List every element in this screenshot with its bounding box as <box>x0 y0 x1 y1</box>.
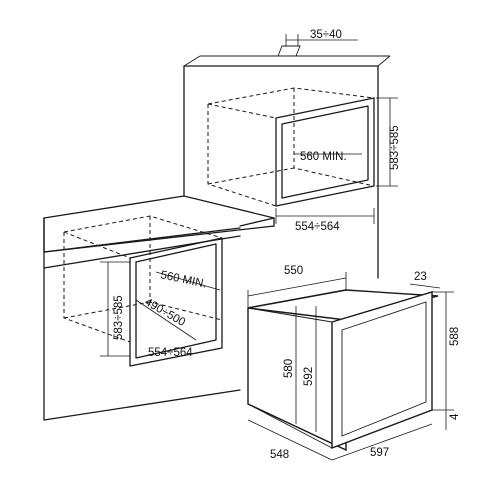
column-top-back-right <box>377 55 391 67</box>
upper-niche-depth <box>207 87 375 207</box>
label-oven-inner-height: 580 <box>283 359 295 378</box>
dim-oven-depth <box>247 277 347 297</box>
lower-niche-depth <box>63 215 223 343</box>
label-upper-width: 554÷564 <box>295 221 340 233</box>
label-lower-width: 554÷564 <box>148 347 193 359</box>
base-floor <box>43 389 241 421</box>
dim-lower-depth <box>155 271 221 291</box>
vent-slot <box>277 45 301 57</box>
label-lower-diag: 490÷500 <box>143 296 188 329</box>
dim-oven-body-width <box>247 419 333 461</box>
oven-door <box>341 301 427 437</box>
label-oven-bottom-offset: 4 <box>449 413 461 420</box>
label-oven-body-width: 548 <box>270 449 289 461</box>
dim-lower-width <box>129 347 223 367</box>
label-oven-front-width: 597 <box>370 447 389 459</box>
upper-niche-inner <box>281 105 369 199</box>
worktop-top <box>43 195 275 253</box>
oven-body-front-bottom <box>247 403 333 449</box>
label-upper-height: 583÷585 <box>389 125 401 170</box>
dimension-lines <box>100 34 454 461</box>
label-lower-depth: 560 MIN. <box>159 269 207 290</box>
label-lower-height: 583÷585 <box>113 295 125 340</box>
column-cabinet <box>183 45 391 279</box>
dim-oven-front-width <box>331 423 433 461</box>
lower-niche-inner <box>135 243 217 359</box>
upper-niche <box>207 87 375 207</box>
label-top-gap: 35÷40 <box>310 29 342 41</box>
oven-top <box>247 289 439 321</box>
worktop-right-front <box>239 217 275 227</box>
oven-body-front-top <box>247 307 333 323</box>
label-oven-offset: 23 <box>414 271 427 283</box>
label-upper-depth: 560 MIN. <box>300 151 347 163</box>
oven-appliance <box>247 289 439 452</box>
dim-oven-offset <box>409 283 441 289</box>
worktop-front-top <box>43 227 241 253</box>
column-top-back-left <box>183 55 201 67</box>
label-oven-body-height: 592 <box>303 367 315 386</box>
label-oven-total-height: 588 <box>449 327 461 346</box>
dim-lower-diag <box>135 299 197 341</box>
label-oven-depth: 550 <box>284 265 303 277</box>
